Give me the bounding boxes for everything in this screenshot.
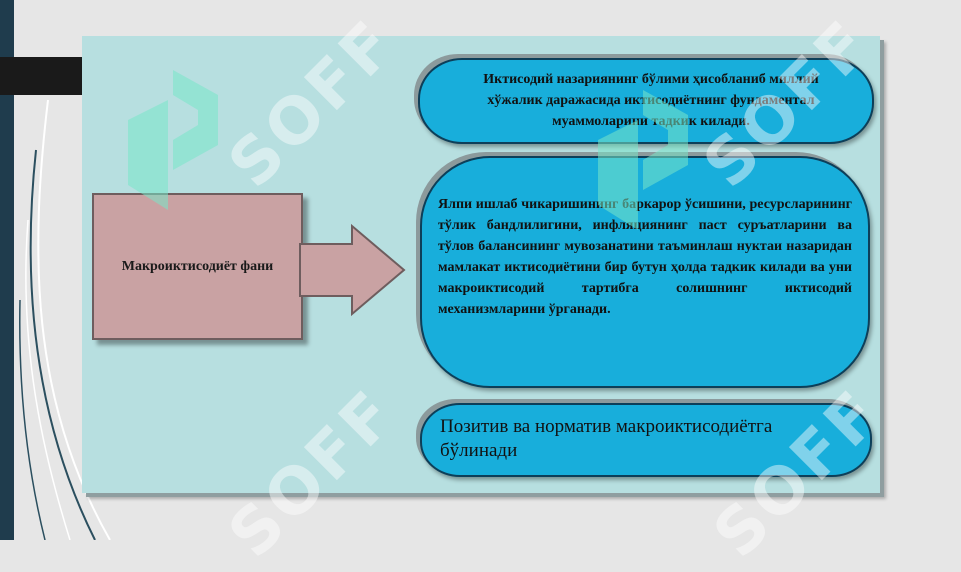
description-text: Ялпи ишлаб чикаришининг баркарор ўсишини… [438, 197, 852, 317]
definition-oval: Иктисодий назариянинг бўлими ҳисобланиб … [418, 58, 874, 144]
description-oval: Ялпи ишлаб чикаришининг баркарор ўсишини… [420, 156, 870, 388]
classification-oval: Позитив ва норматив макроиктисодиётга бў… [420, 403, 872, 477]
right-arrow-icon [299, 223, 406, 317]
subject-box: Макроиктисодиёт фани [92, 193, 303, 340]
classification-text: Позитив ва норматив макроиктисодиётга бў… [440, 416, 773, 461]
decorative-swoosh-lines [19, 99, 111, 540]
definition-text: Иктисодий назариянинг бўлими ҳисобланиб … [483, 72, 819, 129]
subject-box-text: Макроиктисодиёт фани [121, 259, 274, 274]
title-tab [0, 57, 83, 95]
left-dark-strip [0, 0, 14, 540]
